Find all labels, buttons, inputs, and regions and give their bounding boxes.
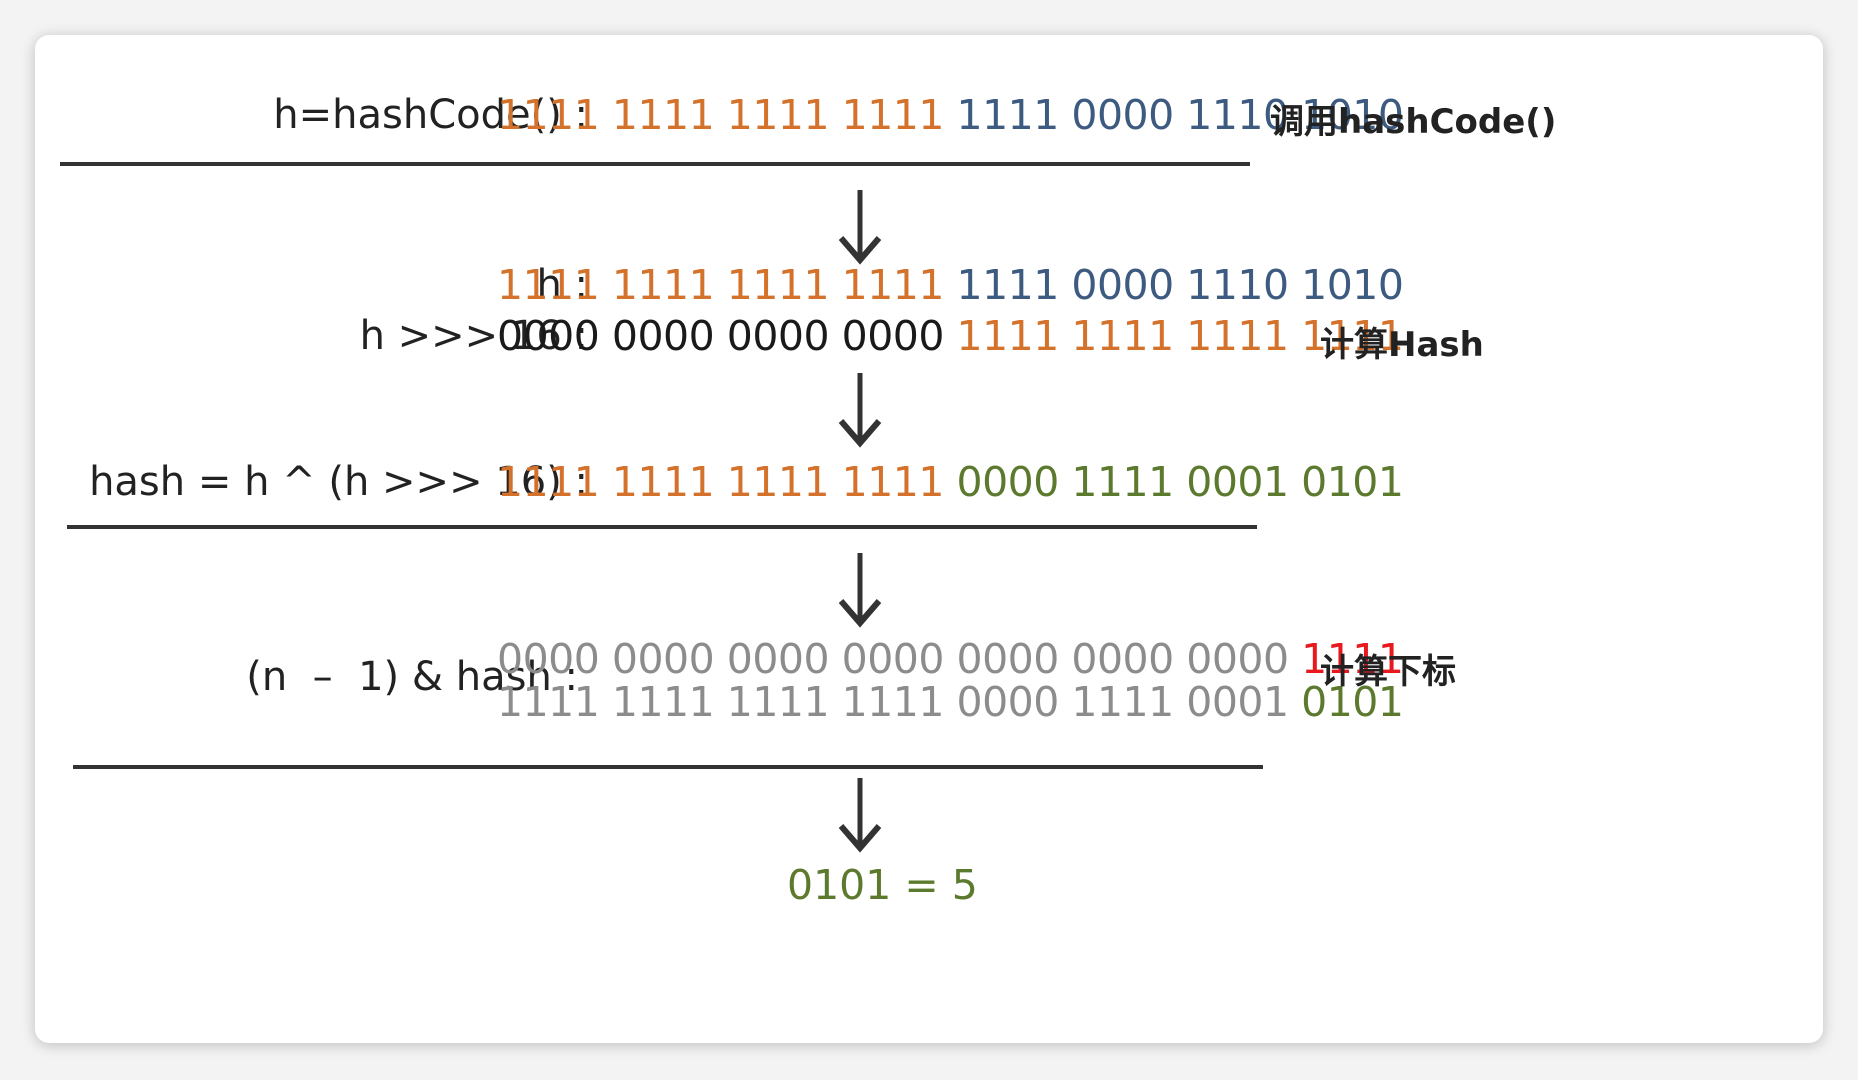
bit-group: 1111 <box>497 91 612 139</box>
divider-1 <box>60 162 1250 166</box>
bit-group: 0101 <box>1301 458 1404 506</box>
bits-hashcode: 1111 1111 1111 1111 1111 0000 1110 1010 <box>497 95 1404 136</box>
bits-h: 1111 1111 1111 1111 1111 0000 1110 1010 <box>497 265 1404 306</box>
bit-group: 0001 <box>1186 678 1302 726</box>
down-arrow-icon <box>838 190 882 265</box>
bit-group: 1111 <box>497 458 612 506</box>
bit-group: 1010 <box>1301 261 1404 309</box>
bit-group: 1111 <box>1301 635 1404 683</box>
bit-group: 0000 <box>497 635 612 683</box>
side-label-compute-hash: 计算Hash <box>1320 325 1484 365</box>
bit-group: 1111 <box>726 458 842 506</box>
bit-group: 0000 <box>726 312 842 360</box>
side-label-call: 调用hashCode() <box>1270 102 1557 142</box>
bit-group: 1111 <box>611 91 727 139</box>
bit-group: 1111 <box>726 91 842 139</box>
bit-group: 0000 <box>611 635 727 683</box>
diagram-card: h=hashCode() : 1111 1111 1111 1111 1111 … <box>35 35 1823 1043</box>
bit-group: 0000 <box>956 635 1072 683</box>
bit-group: 0000 <box>497 312 612 360</box>
bit-group: 1110 <box>1186 91 1302 139</box>
bit-group: 1111 <box>726 261 842 309</box>
down-arrow-icon <box>838 778 882 853</box>
bit-group: 1010 <box>1301 91 1404 139</box>
bit-group: 0000 <box>1071 91 1187 139</box>
bit-group: 0001 <box>1186 458 1302 506</box>
bit-group: 1111 <box>841 458 957 506</box>
bit-group: 0000 <box>611 312 727 360</box>
bit-group: 1111 <box>1071 678 1187 726</box>
result-value: 0101 = 5 <box>787 861 978 909</box>
bit-group: 0101 <box>1301 678 1404 726</box>
row-label-shift: h >>> 16 : <box>359 313 588 359</box>
bits-hash: 1111 1111 1111 1111 0000 1111 0001 0101 <box>497 462 1404 503</box>
bit-group: 1111 <box>841 91 957 139</box>
bit-group: 0000 <box>841 312 957 360</box>
bit-group: 0000 <box>841 635 957 683</box>
bit-group: 1111 <box>956 312 1072 360</box>
bit-group: 1111 <box>611 261 727 309</box>
row-label-hash: hash = h ^ (h >>> 16) : <box>89 459 588 505</box>
bit-group: 1111 <box>497 261 612 309</box>
bit-group: 1111 <box>611 458 727 506</box>
bits-mask-hash: 1111 1111 1111 1111 0000 1111 0001 0101 <box>497 682 1404 723</box>
bit-group: 1111 <box>726 678 842 726</box>
divider-3 <box>73 765 1263 769</box>
bit-group: 1111 <box>841 261 957 309</box>
bit-group: 0000 <box>956 678 1072 726</box>
bit-group: 0000 <box>726 635 842 683</box>
bits-mask: 0000 0000 0000 0000 0000 0000 0000 1111 <box>497 639 1404 680</box>
divider-2 <box>67 525 1257 529</box>
down-arrow-icon <box>838 553 882 628</box>
bit-group: 0000 <box>1186 635 1302 683</box>
side-label-compute-index: 计算下标 <box>1320 652 1456 692</box>
bit-group: 1111 <box>1301 312 1404 360</box>
bit-group: 0000 <box>1071 261 1187 309</box>
bit-group: 1111 <box>956 261 1072 309</box>
bit-group: 1111 <box>611 678 727 726</box>
bits-shift: 0000 0000 0000 0000 1111 1111 1111 1111 <box>497 316 1404 357</box>
down-arrow-icon <box>838 373 882 448</box>
bit-group: 0000 <box>956 458 1072 506</box>
bit-group: 1111 <box>497 678 612 726</box>
row-label-mask: (n – 1) & hash : <box>246 654 578 700</box>
row-label-hashcode: h=hashCode() : <box>273 92 588 138</box>
bit-group: 1111 <box>1186 312 1302 360</box>
bit-group: 1111 <box>841 678 957 726</box>
bit-group: 1110 <box>1186 261 1302 309</box>
row-label-h: h : <box>536 262 588 308</box>
bit-group: 1111 <box>956 91 1072 139</box>
bit-group: 1111 <box>1071 312 1187 360</box>
bit-group: 0000 <box>1071 635 1187 683</box>
bit-group: 1111 <box>1071 458 1187 506</box>
